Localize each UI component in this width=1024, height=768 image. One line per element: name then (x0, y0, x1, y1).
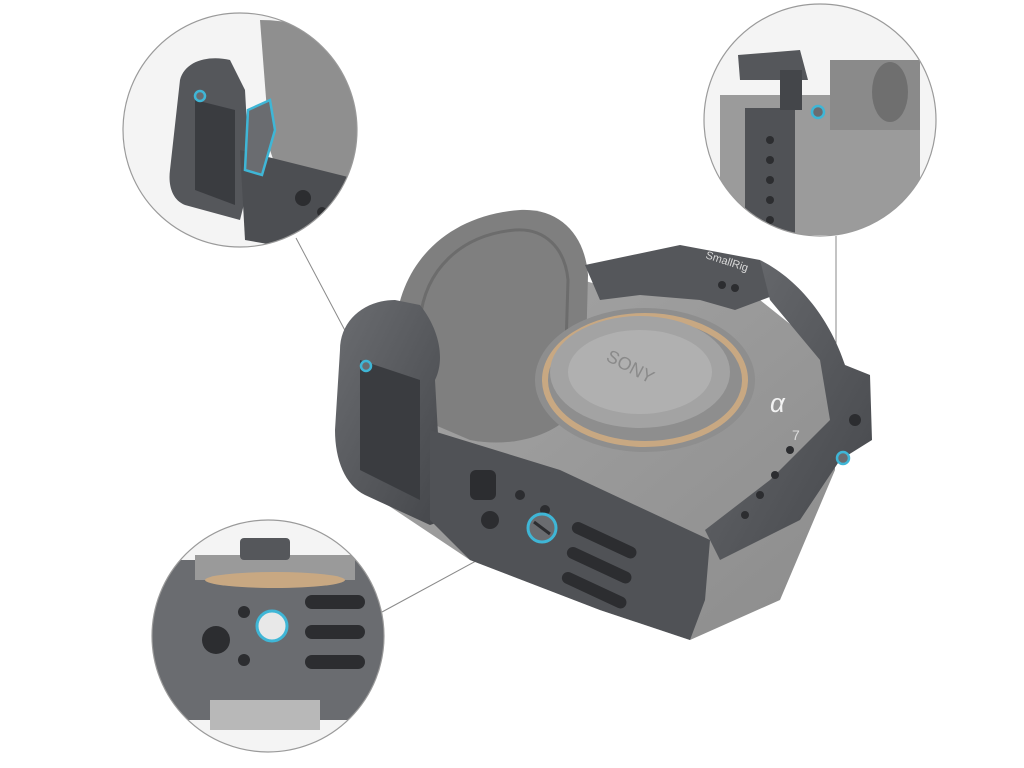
cage-top-frame (585, 245, 775, 310)
cage-bottom-plate (430, 430, 710, 640)
camera-with-cage: SONY α 7 (335, 209, 872, 640)
top-shoe-screw (810, 104, 826, 120)
bottom-plate-screw (255, 609, 289, 643)
callout-top-shoe (703, 3, 937, 237)
grip-lock-lever (243, 98, 277, 177)
camera-symbol-lettering: α (770, 388, 786, 418)
lens-mount (535, 308, 755, 452)
grip-accent-screw (359, 359, 373, 373)
camera-model-lettering: 7 (792, 427, 800, 443)
side-accent-screw (835, 450, 851, 466)
callout-grip-lock (122, 12, 358, 248)
callout-bottom-plate (151, 519, 385, 753)
cage-right-frame (705, 260, 872, 560)
